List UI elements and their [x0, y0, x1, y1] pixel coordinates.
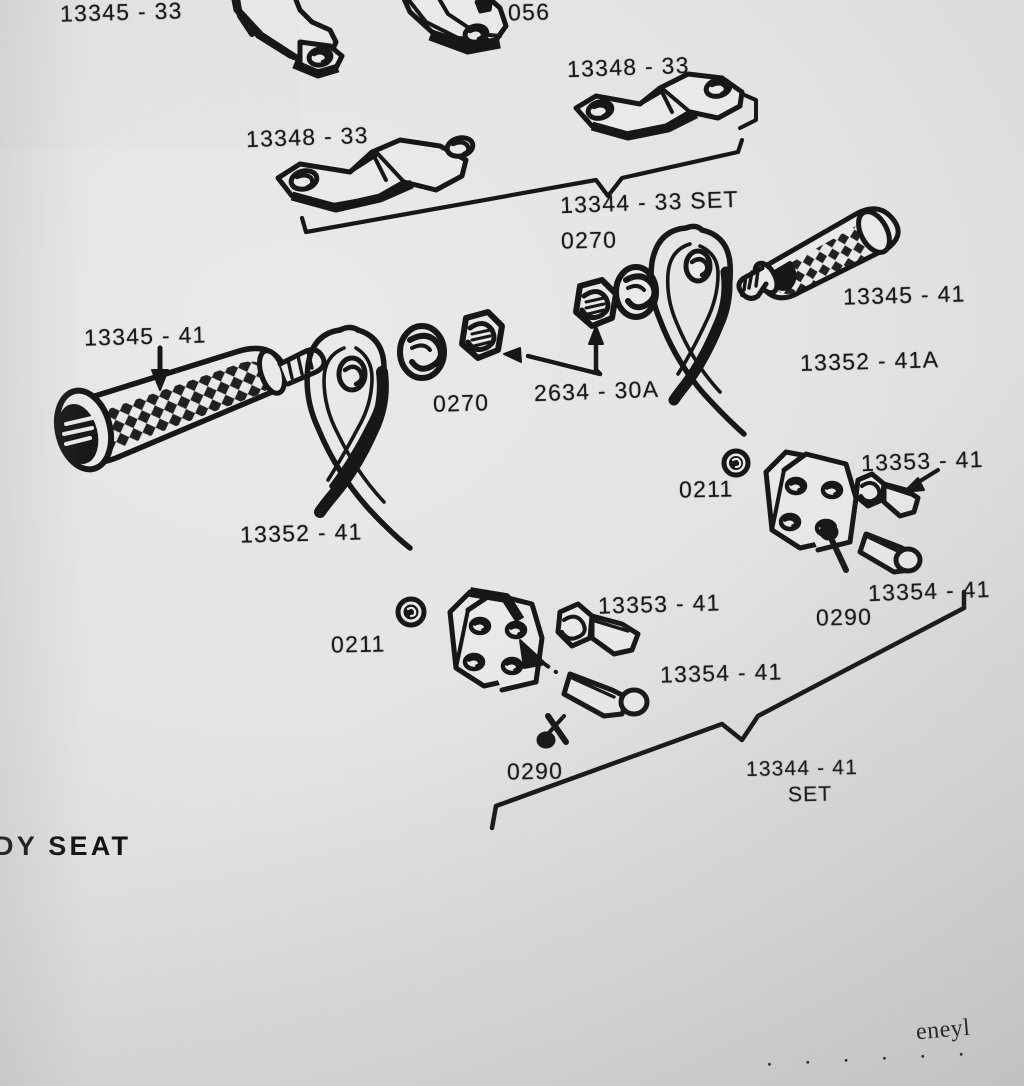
stud-056 — [474, 0, 494, 14]
callout-0211-left: 0211 — [330, 630, 386, 658]
nut-2634-30A-left — [459, 309, 505, 361]
footpeg-bracket-right — [648, 223, 859, 553]
washer-0270-left — [397, 323, 447, 381]
callout-056: 056 — [507, 0, 551, 26]
callout-13354-41-right: 13354 - 41 — [867, 575, 992, 607]
arrow-pin-center — [519, 639, 558, 674]
callout-0270-lower: 0270 — [432, 389, 490, 417]
set-bracket-line-41 — [489, 589, 967, 831]
callout-13352-41: 13352 - 41 — [239, 518, 363, 548]
callout-13344-41: 13344 - 41 — [745, 756, 859, 781]
cotter-pin-0290-center — [536, 713, 569, 749]
arrow-2634-30A — [503, 325, 604, 377]
bolt-13353-41-right — [853, 471, 921, 519]
callout-13345-41-left: 13345 - 41 — [83, 321, 207, 351]
callout-0290-center: 0290 — [506, 757, 564, 785]
callout-2634-30A: 2634 - 30A — [533, 375, 660, 407]
set-bracket-line-33 — [299, 137, 745, 235]
callout-13353-41-center: 13353 - 41 — [597, 589, 721, 619]
footer-note: eneyl — [914, 1014, 972, 1046]
callout-0290-right: 0290 — [815, 603, 873, 631]
callout-13353-41-right: 13353 - 41 — [860, 445, 985, 477]
washer-0211-left — [395, 596, 427, 628]
nut-2634-30A-right — [573, 277, 619, 329]
arrow-13353-41-right — [903, 468, 940, 493]
bolt-13353-41-center — [555, 601, 641, 657]
clevis-pin-13354-41-right — [857, 531, 923, 575]
callout-0270-upper: 0270 — [560, 226, 618, 254]
clevis-pin-13354-41-center — [561, 671, 650, 719]
washer-0211-right — [721, 448, 751, 478]
bracket-13348-33-upper — [573, 71, 758, 141]
callout-13345-41-right: 13345 - 41 — [842, 280, 966, 310]
callout-13354-41-center: 13354 - 41 — [659, 658, 783, 688]
callout-13352-41A: 13352 - 41A — [799, 346, 940, 376]
bracket-13348-33-lower — [275, 135, 476, 213]
footpeg-rubber-left — [53, 345, 327, 473]
callout-13344-41-set-word: SET — [787, 782, 833, 807]
section-heading: DY SEAT — [0, 831, 132, 861]
cotter-pin-0290-right — [819, 523, 849, 573]
callout-0211-right: 0211 — [678, 475, 734, 503]
callout-13348-33-upper: 13348 - 33 — [566, 51, 691, 83]
plate-13345-33 — [231, 0, 345, 79]
callout-13345-33: 13345 - 33 — [59, 0, 183, 27]
arrow-13345-41-left — [151, 345, 169, 391]
washer-0270-right — [613, 264, 659, 320]
callout-13348-33-lower: 13348 - 33 — [245, 121, 370, 153]
